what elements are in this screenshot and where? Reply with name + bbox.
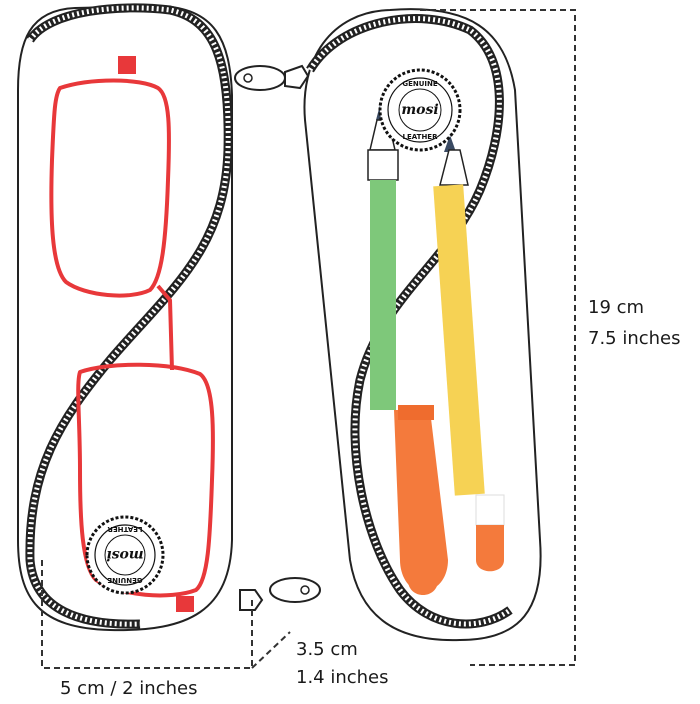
glasses-case-body — [17, 4, 233, 632]
glasses-icon — [49, 56, 215, 612]
stamp-top-text: GENUINE — [402, 80, 438, 88]
genuine-leather-stamp-left: GENUINE mosi LEATHER — [85, 515, 165, 595]
height-in-label: 7.5 inches — [588, 328, 681, 349]
stamp-brand-text: mosi — [106, 547, 143, 563]
height-cm-label: 19 cm — [588, 297, 645, 318]
stamp-brand-text: mosi — [401, 102, 438, 118]
depth-dimension-line — [251, 631, 291, 669]
pencil-icon — [433, 135, 505, 572]
glasses-case: GENUINE mosi LEATHER — [17, 3, 321, 632]
dimension-lines — [41, 9, 576, 669]
pen-case: GENUINE mosi LEATHER — [234, 8, 542, 642]
zipper-pull-icon — [234, 64, 310, 91]
genuine-leather-stamp-right: GENUINE mosi LEATHER — [378, 68, 462, 152]
stamp-bottom-text: LEATHER — [403, 133, 439, 141]
stamp-bottom-text: LEATHER — [107, 525, 143, 533]
depth-in-label: 1.4 inches — [296, 667, 389, 688]
width-label: 5 cm / 2 inches — [60, 678, 198, 699]
width-dimension-line — [41, 560, 253, 669]
height-dimension-line — [420, 9, 576, 666]
stamp-top-text: GENUINE — [107, 576, 143, 584]
depth-cm-label: 3.5 cm — [296, 639, 358, 660]
